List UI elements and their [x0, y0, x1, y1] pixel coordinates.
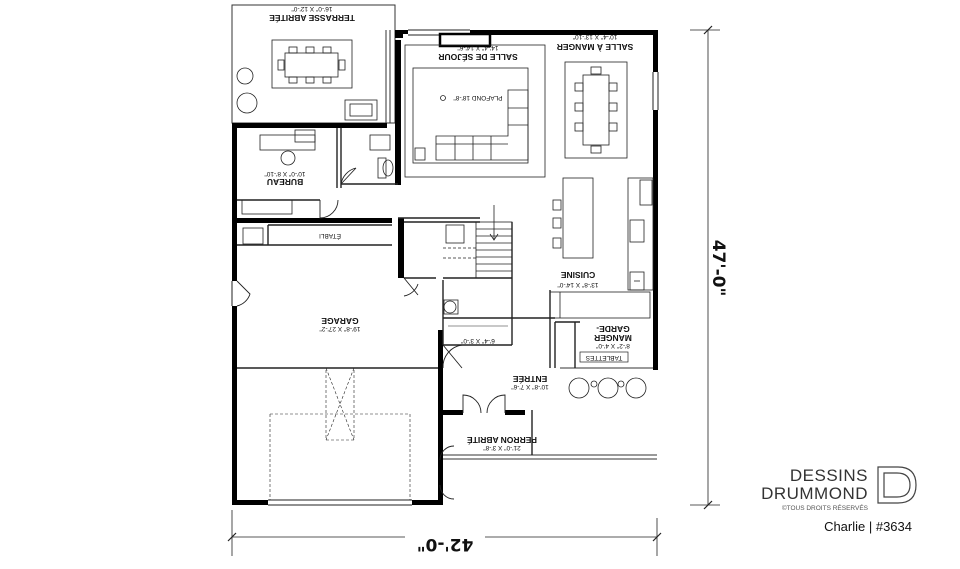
porch-chairs	[568, 377, 647, 399]
terrasse-name: TERRASSE ABRITÉE	[269, 13, 355, 23]
dimension-lines	[231, 29, 720, 556]
dimension-ticks	[227, 25, 713, 542]
windows	[231, 29, 659, 506]
stairs	[443, 205, 513, 279]
cuisine-name: CUISINE	[560, 270, 595, 280]
brand-line-2: DRUMMOND	[761, 484, 868, 503]
porch-outline	[443, 367, 657, 460]
perron-name: PERRON ABRITÉ	[467, 435, 537, 445]
garage-dim: 19'-8" X 27'-2"	[319, 325, 361, 332]
terrasse-dim: 16'-0" X 12'-0"	[291, 5, 333, 12]
manger-name: SALLE À MANGER	[557, 42, 634, 52]
bureau-furniture	[241, 129, 316, 215]
garde-manger-name-2: MANGER	[594, 333, 632, 343]
kitchen-fixtures	[549, 177, 654, 319]
living-furniture	[404, 44, 546, 178]
cuisine-dim: 13'-8" X 14'-0"	[557, 281, 599, 288]
fireplace	[438, 32, 492, 48]
dining-furniture	[564, 61, 628, 159]
terrace-furniture	[236, 39, 378, 121]
model-number: Charlie | #3634	[824, 519, 912, 534]
perron-dim: 21'-0" X 3'-8"	[483, 444, 521, 451]
entree-dim: 10'-8" X 7'-6"	[511, 383, 549, 390]
doors	[236, 167, 506, 500]
garage-name: GARAGE	[321, 316, 359, 326]
brand-line-1: DESSINS	[790, 466, 868, 485]
manger-dim: 10'-4" X 13'-10"	[572, 33, 617, 40]
garage-slab	[269, 367, 411, 500]
powder-room-fixtures	[369, 134, 394, 179]
entree-name: ENTRÉE	[512, 374, 547, 384]
closet-dim: 6'-4" X 3'-0"	[460, 337, 495, 344]
tablettes-shelf	[579, 351, 629, 363]
width-dimension: 42'-0"	[417, 534, 474, 554]
plafond-label: PLAFOND 18'-8"	[453, 94, 503, 101]
brand-logo	[877, 466, 917, 504]
mudroom-fixtures	[443, 224, 465, 315]
garde-manger-dim: 8'-2" X 4'-0"	[595, 342, 630, 349]
bureau-dim: 10'-0" X 8'-10"	[264, 170, 306, 177]
garage-storage	[242, 227, 264, 245]
garde-manger-name-1: GARDE-	[596, 324, 630, 334]
interior-walls	[237, 128, 580, 455]
bureau-name: BUREAU	[267, 177, 303, 187]
brand-rights: ©TOUS DROITS RÉSERVÉS	[782, 503, 869, 512]
depth-dimension: 47'-0"	[708, 240, 728, 297]
sejour-name: SALLE DE SÉJOUR	[438, 52, 517, 62]
tablettes-label: TABLETTES	[585, 354, 622, 361]
sejour-dim: 14'-4" X 14'-6"	[457, 44, 499, 51]
exterior-walls	[232, 30, 658, 505]
etabli-label: ÉTABLI	[319, 232, 341, 241]
